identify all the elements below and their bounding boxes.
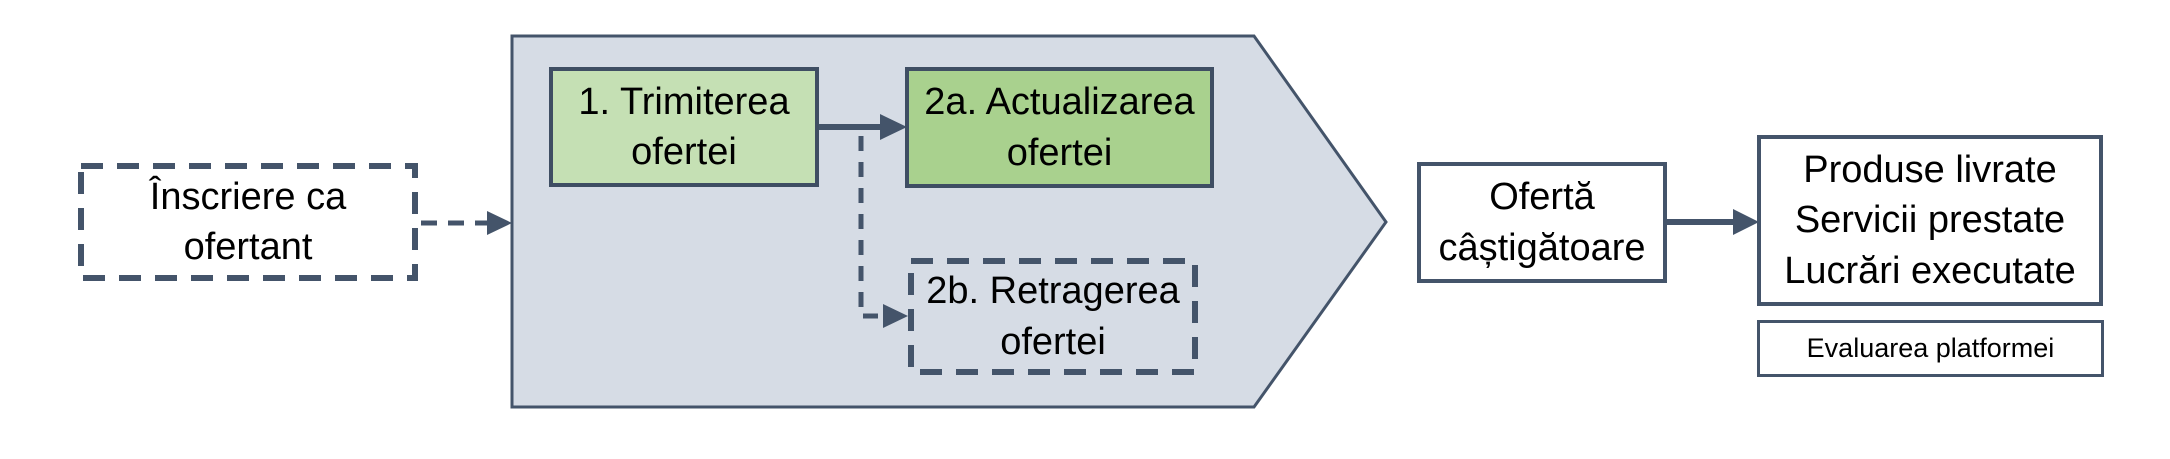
arrow-trimiterea-to-actualizarea [818,114,907,140]
node-evaluarea-platformei: Evaluarea platformei [1757,320,2104,377]
arrow-to-retragerea [858,136,908,328]
node-trimiterea-ofertei: 1. Trimiterea ofertei [549,67,819,187]
node-produse-label: Produse livrate Servicii prestate Lucrăr… [1784,149,2076,292]
arrow-inscriere-to-container [421,211,512,235]
node-inscriere-ofertant: Înscriere ca ofertant [78,163,418,281]
node-retragerea-label: 2b. Retragerea ofertei [926,270,1180,363]
node-inscriere-label: Înscriere ca ofertant [149,175,347,268]
node-produse-servicii-lucrari: Produse livrate Servicii prestate Lucrăr… [1757,135,2103,306]
retragerea-dashed-border [908,258,1198,375]
node-oferta-label: Ofertă câștigătoare [1438,176,1646,269]
node-trimiterea-label: 1. Trimiterea ofertei [578,80,790,173]
arrow-oferta-to-produse [1666,209,1759,235]
node-actualizarea-label: 2a. Actualizarea ofertei [924,81,1195,174]
node-evaluarea-label: Evaluarea platformei [1806,332,2055,363]
inscriere-dashed-border [78,163,418,281]
node-actualizarea-ofertei: 2a. Actualizarea ofertei [905,67,1214,188]
node-oferta-castigatoare: Ofertă câștigătoare [1417,162,1667,283]
node-retragerea-ofertei: 2b. Retragerea ofertei [908,258,1198,375]
